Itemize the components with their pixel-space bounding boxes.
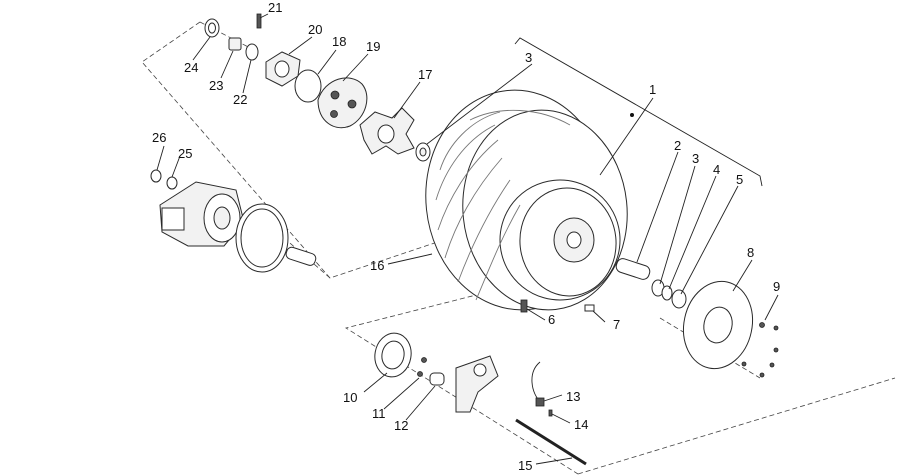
label-part-22: 22 <box>233 92 247 107</box>
label-part-26: 26 <box>152 130 166 145</box>
label-part-6: 6 <box>548 312 555 327</box>
part-13-sensor <box>535 397 545 407</box>
part-25-washer <box>166 176 178 190</box>
label-part-17: 17 <box>418 67 432 82</box>
group-frames <box>141 21 896 475</box>
part-7-valve <box>584 304 595 312</box>
part-15-axle <box>515 418 587 466</box>
part-11-screw <box>421 357 427 363</box>
label-part-25: 25 <box>178 146 192 161</box>
label-part-10: 10 <box>343 390 357 405</box>
part-23-bushing <box>228 37 242 51</box>
wheel-assembly <box>425 89 628 313</box>
drive-spacer <box>285 246 317 266</box>
axle-spacers <box>615 258 687 309</box>
brake-disc-assembly <box>683 280 779 378</box>
final-drive-assembly <box>150 169 317 273</box>
part-2-spacer <box>615 258 651 280</box>
label-part-16: 16 <box>370 258 384 273</box>
label-part-12: 12 <box>394 418 408 433</box>
label-part-5: 5 <box>736 172 743 187</box>
label-part-4: 4 <box>713 162 720 177</box>
label-part-3-right: 3 <box>692 151 699 166</box>
part-6-weight <box>520 299 528 313</box>
label-part-13: 13 <box>566 389 580 404</box>
label-part-1: 1 <box>649 82 656 97</box>
hub-small-parts <box>204 13 431 162</box>
brake-caliper <box>455 355 499 413</box>
part-22-circlip <box>245 43 259 61</box>
part-21-bolt <box>256 13 262 29</box>
label-part-14: 14 <box>574 417 588 432</box>
label-part-15: 15 <box>518 458 532 473</box>
part-4-ring <box>661 285 673 301</box>
label-part-19: 19 <box>366 39 380 54</box>
part-19-carrier <box>317 77 368 129</box>
part-5-seal <box>671 289 687 309</box>
brake-caliper-group <box>374 332 587 466</box>
part-12-bush <box>429 372 445 386</box>
part-number-labels: 1 2 3 3 4 5 6 7 8 9 10 11 12 13 14 15 16… <box>152 0 780 473</box>
part-14-screw <box>548 409 553 417</box>
part-26-nut <box>150 169 162 183</box>
leader-lines <box>156 13 779 465</box>
label-part-2: 2 <box>674 138 681 153</box>
label-part-18: 18 <box>332 34 346 49</box>
label-part-9: 9 <box>773 279 780 294</box>
label-part-3-top: 3 <box>525 50 532 65</box>
part-18-oring <box>294 69 322 103</box>
label-part-8: 8 <box>747 245 754 260</box>
drive-input-flange <box>161 207 185 231</box>
label-part-20: 20 <box>308 22 322 37</box>
label-part-21: 21 <box>268 0 282 15</box>
label-part-7: 7 <box>613 317 620 332</box>
label-part-24: 24 <box>184 60 198 75</box>
part-9-bolt <box>759 322 765 328</box>
label-part-23: 23 <box>209 78 223 93</box>
label-part-11: 11 <box>372 406 386 421</box>
